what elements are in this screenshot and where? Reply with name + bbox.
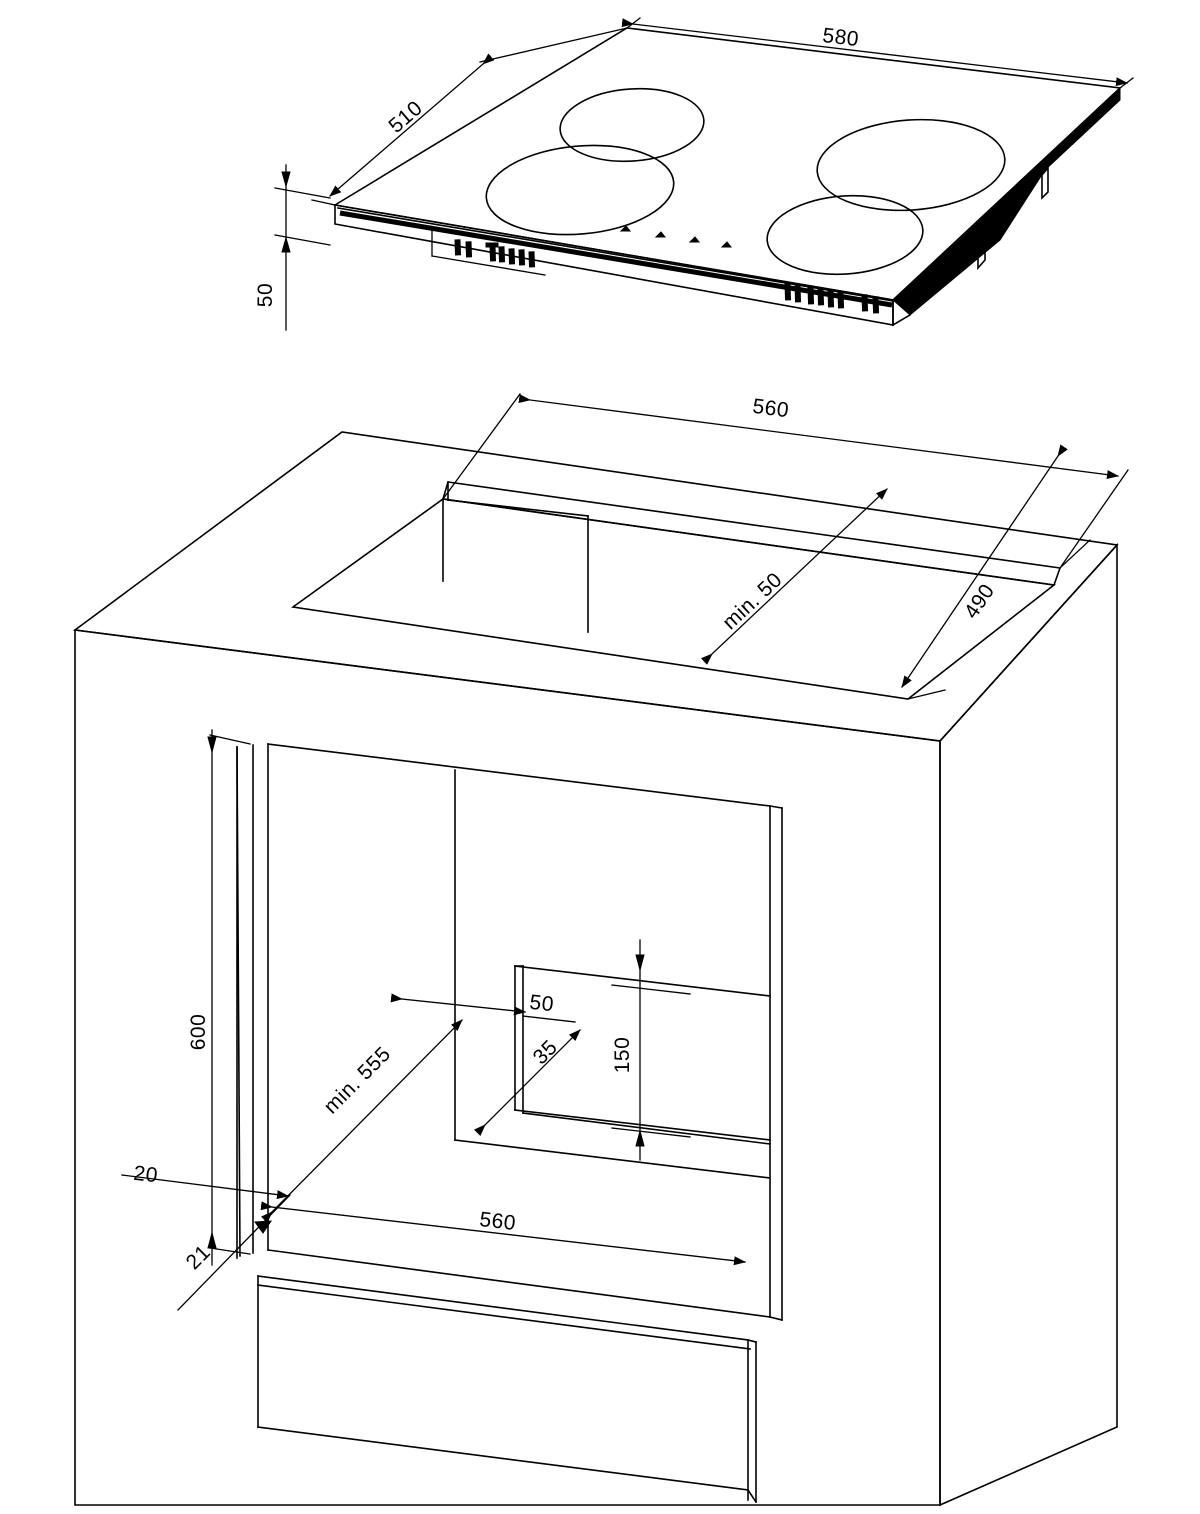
cooking-zone-rear-right (816, 118, 1006, 212)
dimension-hob-depth: 510 (311, 27, 628, 206)
dimension-label-panel-thickness: 35 (529, 1036, 562, 1069)
dimension-label-cutout-width: 560 (751, 395, 790, 422)
dimension-label-niche-depth: min. 555 (319, 1042, 395, 1118)
dimension-hob-width: 580 (621, 17, 1134, 89)
dimension-label-hob-depth: 510 (384, 96, 427, 137)
hob-control-panel-left (431, 226, 546, 276)
dimension-niche-height: 600 (187, 729, 251, 1266)
dimension-worktop-gap: min. 50 (700, 488, 888, 665)
cabinet-body (72, 431, 1119, 1507)
hob-assembly: 580 510 50 (254, 17, 1134, 331)
cabinet-drawer (257, 1275, 758, 1504)
dimension-label-hob-height: 50 (254, 283, 277, 307)
dimension-label-shelf-offset: 50 (528, 991, 555, 1017)
dimension-label-hob-width: 580 (821, 24, 860, 51)
dimension-label-niche-height: 600 (187, 1014, 210, 1051)
dimension-cutout-width: 560 (442, 393, 1129, 569)
hob-front-face (334, 204, 894, 326)
dimension-label-niche-width: 560 (478, 1208, 517, 1235)
dimension-plinth-offset: 21 (177, 1194, 291, 1311)
hob-right-side-panel (892, 86, 1121, 327)
hob-indicator-marks (619, 225, 733, 248)
dimension-opening-height: 150 (611, 939, 691, 1161)
dimension-label-opening-height: 150 (611, 1037, 634, 1074)
dimension-hob-height: 50 (254, 164, 331, 331)
dimension-label-side-clearance: 20 (132, 1162, 159, 1188)
dimension-panel-thickness: 35 (474, 1029, 581, 1136)
dimension-niche-depth: min. 555 (261, 1019, 463, 1223)
cabinet-assembly: 560 490 min. 50 600 (72, 393, 1129, 1507)
cooking-zones (485, 87, 1006, 276)
dimension-label-worktop-gap: min. 50 (718, 568, 787, 634)
dimension-label-cutout-depth: 490 (960, 580, 1000, 623)
cooking-zone-front-left (485, 144, 675, 236)
cooking-zone-front-right (766, 194, 924, 276)
dimension-shelf-offset: 50 (390, 991, 576, 1023)
cooking-zone-rear-left (559, 87, 705, 163)
dimension-niche-width: 560 (260, 1201, 746, 1266)
worktop-cutout (290, 481, 1062, 700)
dimension-side-clearance: 20 (121, 1162, 289, 1200)
hob-control-panel-right (784, 283, 880, 314)
